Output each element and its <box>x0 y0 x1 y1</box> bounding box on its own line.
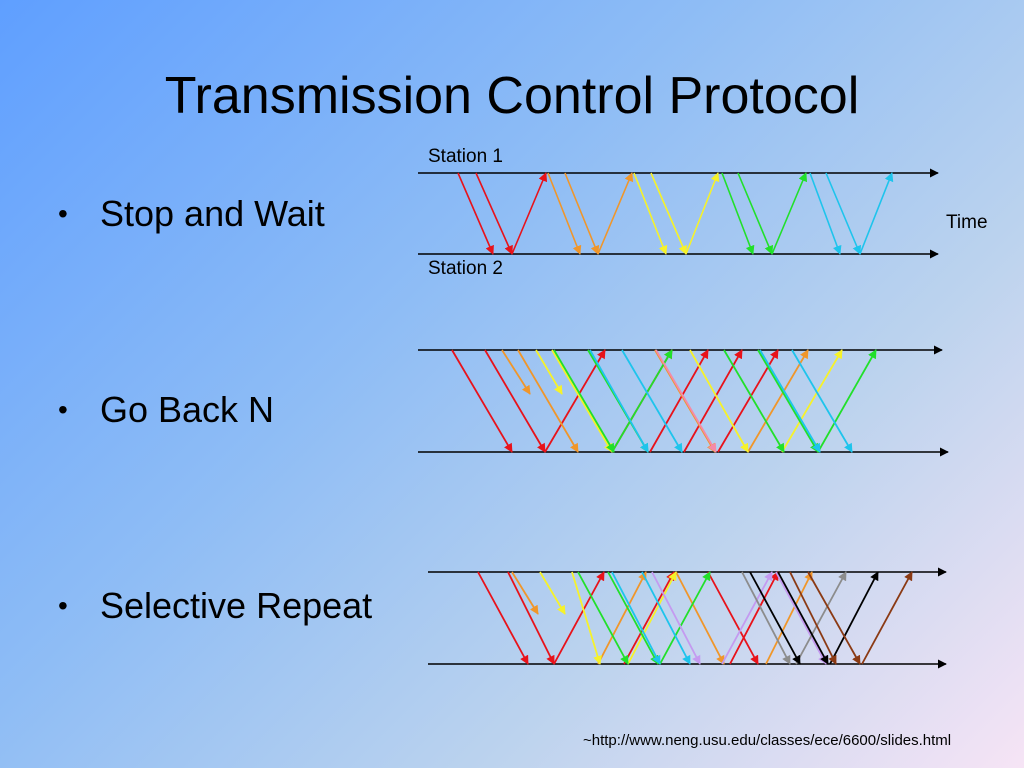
frame-arrow <box>741 571 791 665</box>
station-1-label: Station 1 <box>428 146 503 167</box>
frame-arrow <box>641 571 691 665</box>
frame-arrow <box>544 349 606 453</box>
bullet-text: Stop and Wait <box>100 193 325 234</box>
frame-arrow <box>749 571 801 665</box>
bullet-stop-and-wait: • Stop and Wait <box>58 192 325 236</box>
frame-arrow <box>859 172 894 255</box>
bullet-selective-repeat: • Selective Repeat <box>58 584 372 628</box>
frame-arrow <box>759 349 821 453</box>
frame-arrow <box>771 172 808 255</box>
frame-arrow <box>747 349 809 453</box>
frame-arrow <box>553 571 605 665</box>
bullet-text: Go Back N <box>100 389 275 430</box>
frame-arrow <box>651 571 701 665</box>
bullet-dot-icon: • <box>58 394 68 425</box>
frame-arrow <box>777 571 829 665</box>
frame-arrow <box>781 349 843 453</box>
frame-arrow <box>737 172 774 255</box>
frame-arrow <box>809 172 842 255</box>
frame-arrow <box>535 349 563 395</box>
frame-arrow <box>475 172 513 255</box>
frame-arrow <box>484 349 546 453</box>
frame-arrow <box>623 571 675 665</box>
frame-arrow <box>553 349 615 453</box>
frame-arrow <box>511 172 548 255</box>
frame-arrow <box>685 172 720 255</box>
frame-arrow <box>611 349 673 453</box>
frame-arrow <box>723 349 785 453</box>
frame-arrow <box>789 571 837 665</box>
frame-arrow <box>551 349 613 453</box>
frame-arrow <box>689 349 749 453</box>
frame-arrow <box>795 571 847 665</box>
frame-arrow <box>650 172 687 255</box>
frame-arrow <box>757 349 819 453</box>
frame-arrow <box>659 571 711 665</box>
frame-arrow <box>571 571 602 665</box>
bullet-dot-icon: • <box>58 198 68 229</box>
frame-arrow <box>649 349 709 453</box>
frame-arrow <box>507 571 555 665</box>
frame-arrow <box>729 571 779 665</box>
frame-arrow <box>861 571 913 665</box>
frame-arrow <box>547 172 582 255</box>
frame-arrow <box>721 172 755 255</box>
source-footnote: ~http://www.neng.usu.edu/classes/ece/660… <box>583 732 952 749</box>
frame-arrow <box>577 571 629 665</box>
bullet-text: Selective Repeat <box>100 585 373 626</box>
frame-arrow <box>721 571 773 665</box>
frame-arrow <box>621 349 683 453</box>
frame-arrow <box>597 172 634 255</box>
frame-arrow <box>775 571 827 665</box>
frame-arrow <box>611 571 661 665</box>
time-axis-label: Time <box>946 212 988 233</box>
frame-arrow <box>633 172 668 255</box>
frame-arrow <box>807 571 861 665</box>
frame-arrow <box>477 571 529 665</box>
frame-arrow <box>675 571 725 665</box>
frame-arrow <box>517 349 579 453</box>
frame-arrow <box>501 349 531 395</box>
slide-title: Transmission Control Protocol <box>164 67 860 125</box>
frame-arrow <box>511 571 539 615</box>
frame-arrow <box>589 349 649 453</box>
frame-arrow <box>707 571 759 665</box>
frame-arrow <box>655 349 717 453</box>
frame-arrow <box>683 349 743 453</box>
bullet-dot-icon: • <box>58 590 68 621</box>
station-2-label: Station 2 <box>428 258 503 279</box>
frame-arrow <box>791 349 853 453</box>
frame-arrow <box>627 571 677 665</box>
frame-arrow <box>451 349 513 453</box>
frame-arrow <box>765 571 813 665</box>
frame-arrow <box>817 349 877 453</box>
frame-arrow <box>607 571 659 665</box>
frame-arrow <box>825 172 862 255</box>
frame-arrow <box>829 571 879 665</box>
frame-arrow <box>597 571 647 665</box>
frame-arrow <box>457 172 494 255</box>
frame-arrow <box>539 571 566 615</box>
frame-arrow <box>564 172 600 255</box>
bullet-go-back-n: • Go Back N <box>58 388 274 432</box>
